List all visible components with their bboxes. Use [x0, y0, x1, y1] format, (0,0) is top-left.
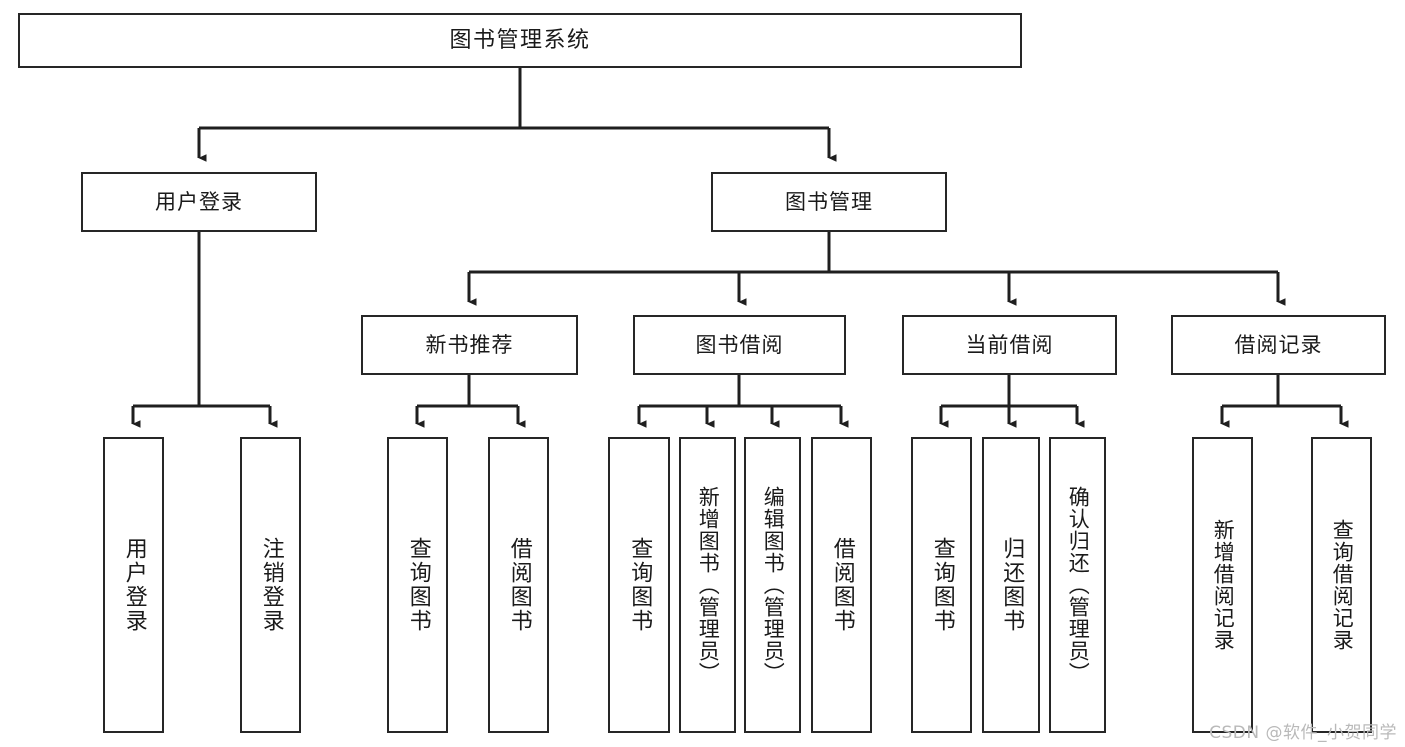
node-label: 借阅记录 — [1234, 332, 1323, 357]
node-user-login[interactable]: 用户登录 — [81, 172, 317, 232]
leaf-borrow-book[interactable]: 借阅图书 — [811, 437, 872, 733]
node-label: 借阅图书 — [829, 537, 855, 633]
node-label: 图书借阅 — [695, 332, 784, 357]
leaf-query-book-current[interactable]: 查询图书 — [911, 437, 972, 733]
node-label: 当前借阅 — [965, 332, 1054, 357]
node-label: 查询图书 — [627, 537, 653, 633]
leaf-add-borrow-record[interactable]: 新增借阅记录 — [1192, 437, 1253, 733]
node-new-book-recommend[interactable]: 新书推荐 — [361, 315, 578, 375]
watermark: CSDN @软件_小贺同学 — [1209, 723, 1397, 743]
node-borrow-record[interactable]: 借阅记录 — [1171, 315, 1386, 375]
leaf-add-book-admin[interactable]: 新增图书（管理员） — [679, 437, 736, 733]
leaf-query-book-recommend[interactable]: 查询图书 — [387, 437, 448, 733]
node-label: 新增图书（管理员） — [696, 486, 721, 684]
node-label: 新书推荐 — [425, 332, 514, 357]
node-label: 查询借阅记录 — [1330, 519, 1355, 651]
leaf-query-book-borrow[interactable]: 查询图书 — [608, 437, 670, 733]
leaf-borrow-book-recommend[interactable]: 借阅图书 — [488, 437, 549, 733]
node-label: 注销登录 — [258, 537, 284, 633]
leaf-user-login[interactable]: 用户登录 — [103, 437, 164, 733]
node-current-borrow[interactable]: 当前借阅 — [902, 315, 1117, 375]
node-label: 图书管理 — [785, 189, 873, 214]
node-book-management[interactable]: 图书管理 — [711, 172, 947, 232]
node-label: 查询图书 — [929, 537, 955, 633]
node-book-borrow[interactable]: 图书借阅 — [633, 315, 846, 375]
leaf-edit-book-admin[interactable]: 编辑图书（管理员） — [744, 437, 801, 733]
node-label: 归还图书 — [999, 537, 1025, 633]
node-label: 用户登录 — [121, 537, 147, 633]
node-label: 用户登录 — [155, 189, 243, 214]
node-label: 新增借阅记录 — [1211, 519, 1236, 651]
node-label: 图书管理系统 — [449, 27, 591, 53]
node-label: 编辑图书（管理员） — [761, 486, 786, 684]
node-root-book-management-system[interactable]: 图书管理系统 — [18, 13, 1022, 68]
node-label: 借阅图书 — [506, 537, 532, 633]
leaf-logout[interactable]: 注销登录 — [240, 437, 301, 733]
leaf-return-book[interactable]: 归还图书 — [982, 437, 1040, 733]
leaf-confirm-return-admin[interactable]: 确认归还（管理员） — [1049, 437, 1106, 733]
leaf-query-borrow-record[interactable]: 查询借阅记录 — [1311, 437, 1372, 733]
node-label: 确认归还（管理员） — [1066, 486, 1091, 684]
node-label: 查询图书 — [405, 537, 431, 633]
